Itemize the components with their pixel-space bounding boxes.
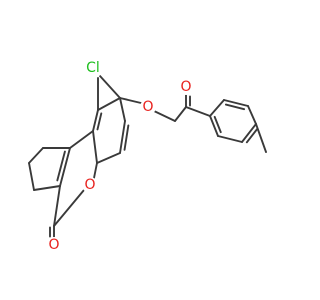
chlorine-label: Cl — [86, 60, 100, 76]
atom-lactone-carbonyl-oxygen: O — [46, 237, 62, 253]
bond-o-ch2 — [153, 110, 176, 122]
bond-tolyl-4 — [241, 123, 257, 143]
bond-tolyl-4-inner — [245, 127, 259, 144]
bond-tolyl-3 — [247, 105, 257, 125]
ketone-oxygen-label: O — [180, 79, 191, 95]
bond-ring-o — [119, 97, 142, 104]
bond-fused-2-inner — [56, 150, 66, 182]
structure-canvas: Cl O O O O — [28, 58, 267, 253]
bond-cl-ring — [99, 75, 121, 99]
bond-benzo-3-inner — [123, 124, 130, 151]
bond-tolyl-6-inner — [213, 115, 222, 134]
bond-cp-3 — [28, 162, 35, 191]
bond-layer — [28, 75, 267, 239]
ether-oxygen-label: O — [142, 99, 153, 115]
bond-benzo-2 — [119, 97, 126, 122]
bond-cp-4 — [33, 185, 61, 191]
molecule-structure: Cl O O O O — [28, 58, 267, 253]
atom-ether-oxygen: O — [140, 99, 156, 115]
bond-benzo-5 — [92, 130, 98, 164]
bond-lactone-c — [53, 185, 61, 227]
bond-fused-1 — [69, 130, 94, 149]
bond-fused-2 — [59, 147, 71, 187]
bond-ring-to-o — [93, 162, 98, 179]
bond-benzo-6-inner — [96, 112, 103, 131]
bond-tolyl-1 — [209, 99, 225, 117]
bond-tolyl-6 — [209, 115, 219, 137]
bond-tolyl-2-inner — [224, 103, 246, 111]
bond-benzo-3 — [119, 120, 126, 154]
atom-label-layer: Cl O O O O — [46, 58, 194, 253]
bond-tolyl-5 — [217, 135, 243, 143]
bond-benzo-6 — [92, 109, 99, 132]
atom-ring-oxygen: O — [82, 177, 98, 193]
bond-benzo-4 — [96, 152, 121, 164]
bond-carbonyl-aryl — [185, 106, 211, 117]
ring-oxygen-label: O — [84, 177, 95, 193]
bond-o-carbonyl — [53, 189, 85, 227]
bond-tolyl-2 — [223, 99, 249, 107]
bond-methyl — [255, 123, 267, 153]
atom-chlorine: Cl — [83, 58, 103, 78]
bond-ch2-carbonyl — [174, 106, 187, 122]
bond-cp-2 — [28, 147, 44, 164]
bond-benzo-1 — [97, 97, 121, 111]
lactone-carbonyl-oxygen-label: O — [48, 237, 59, 253]
atom-ketone-oxygen: O — [178, 79, 194, 95]
